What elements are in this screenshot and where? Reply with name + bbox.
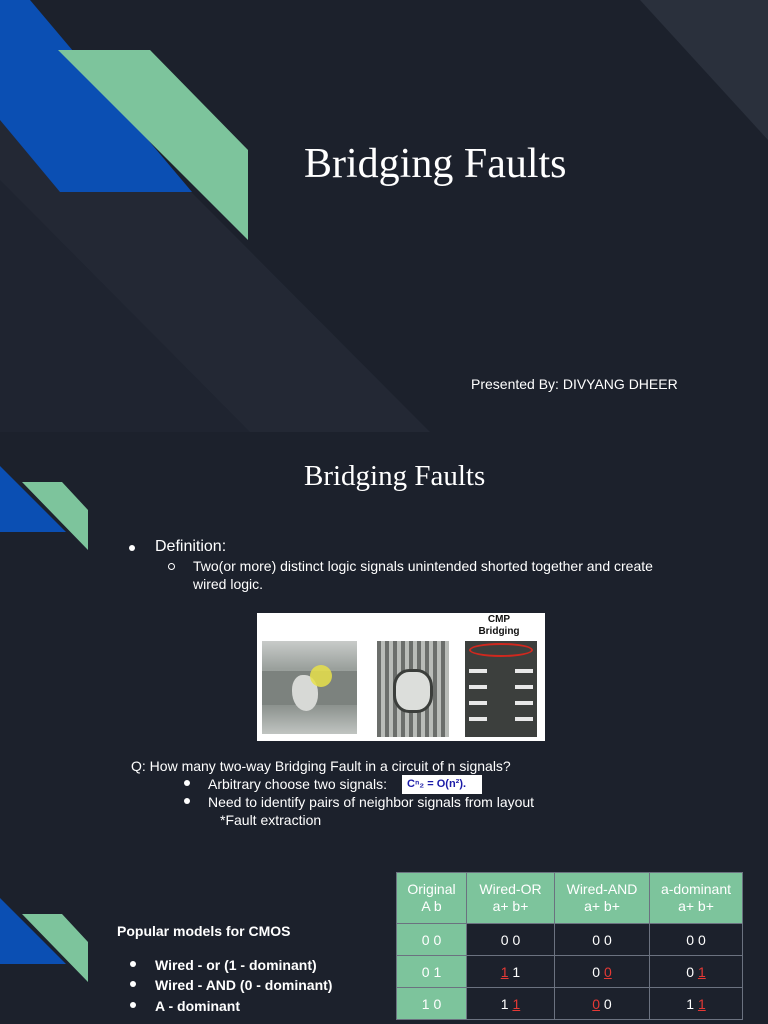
- table-cell: 0 0: [554, 955, 650, 988]
- micrograph-image-1: [262, 641, 357, 734]
- model-item: Wired - or (1 - dominant): [155, 957, 317, 973]
- models-slide: Popular models for CMOS Wired - or (1 - …: [0, 864, 768, 1024]
- question-text: Q: How many two-way Bridging Fault in a …: [131, 758, 511, 774]
- model-item: A - dominant: [155, 998, 241, 1014]
- presenter-credit: Presented By: DIVYANG DHEER: [471, 376, 678, 392]
- model-item: Wired - AND (0 - dominant): [155, 977, 333, 993]
- table-cell: 1 1: [466, 955, 555, 988]
- slide-title: Bridging Faults: [304, 141, 567, 187]
- decorative-stripes: [0, 466, 88, 550]
- bullet-icon: [130, 981, 136, 987]
- micrograph-image-2: [377, 641, 449, 737]
- definition-label: Definition:: [155, 538, 227, 555]
- slide-title: Bridging Faults: [304, 460, 486, 492]
- title-slide: Bridging Faults Presented By: DIVYANG DH…: [0, 0, 768, 432]
- table-cell: 1 1: [466, 987, 555, 1020]
- formula-box: Cⁿ₂ = O(n²).: [402, 775, 482, 794]
- table-cell: 0 1: [396, 955, 467, 988]
- bullet-icon: [184, 780, 190, 786]
- table-cell: 1 1: [649, 987, 743, 1020]
- models-heading: Popular models for CMOS: [117, 923, 291, 939]
- table-cell: 0 0: [649, 923, 743, 956]
- bullet-icon: [184, 798, 190, 804]
- table-cell: 0 0: [396, 923, 467, 956]
- table-cell: 1 0: [396, 987, 467, 1020]
- table-row: 0 0 0 0 0 0 0 0: [396, 923, 743, 956]
- definition-text-line2: wired logic.: [193, 576, 264, 592]
- micrograph-image-3: [465, 641, 537, 737]
- table-cell: 0 0: [466, 923, 555, 956]
- bridging-fault-figure: CMP Bridging: [257, 613, 545, 741]
- definition-slide: Bridging Faults Definition: Two(or more)…: [0, 432, 768, 864]
- fault-extraction-note: *Fault extraction: [220, 812, 322, 828]
- bullet-icon: [129, 545, 135, 551]
- table-cell: 0 1: [649, 955, 743, 988]
- decorative-stripes: [0, 0, 768, 432]
- figure-caption: CMP Bridging: [478, 614, 520, 637]
- table-cell: 0 0: [554, 923, 650, 956]
- definition-text-line1: Two(or more) distinct logic signals unin…: [193, 558, 653, 574]
- decorative-stripes: [0, 898, 88, 982]
- table-cell: 0 0: [554, 987, 650, 1020]
- table-row: 1 0 1 1 0 0 1 1: [396, 987, 743, 1020]
- bullet-icon: [130, 961, 136, 967]
- table-row: 0 1 1 1 0 0 0 1: [396, 955, 743, 988]
- sub-bullet-icon: [168, 563, 175, 570]
- bullet-icon: [130, 1002, 136, 1008]
- bullet-identify-pairs: Need to identify pairs of neighbor signa…: [208, 794, 535, 810]
- bullet-choose-signals: Arbitrary choose two signals:: [208, 776, 387, 792]
